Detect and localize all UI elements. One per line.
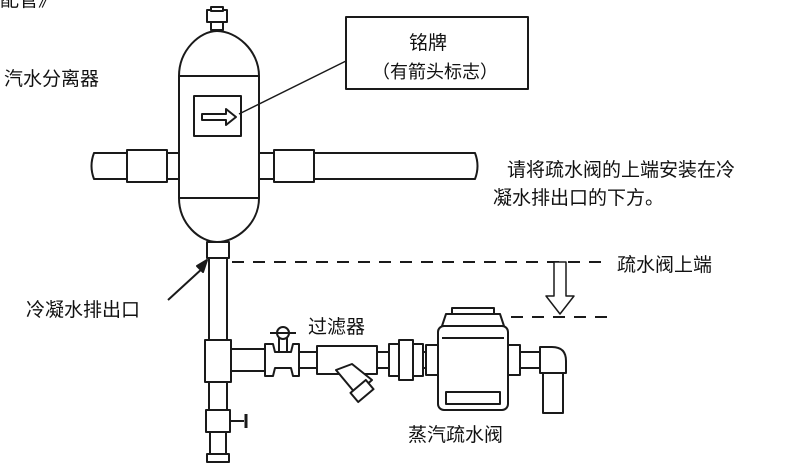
- outlet-pointer-line: [167, 266, 205, 301]
- outlet-elbow: [539, 346, 567, 374]
- pipe-flange-right: [273, 149, 315, 183]
- strainer-label: 过滤器: [308, 316, 366, 338]
- condensate-outlet-label: 冷凝水排出口: [26, 299, 141, 321]
- down-arrow-icon: [545, 261, 575, 315]
- level-reference-lines: [232, 261, 613, 318]
- steam-trap-label: 蒸汽疏水阀: [408, 424, 504, 446]
- nameplate-callout-box: [345, 16, 529, 90]
- trap-cover: [441, 313, 505, 327]
- trap-cover-bolt-ring: [451, 307, 495, 315]
- instruction-line-2: 凝水排出口的下方。: [493, 187, 665, 209]
- steam-main-pipe: [90, 149, 479, 183]
- branch-pipe-2: [298, 351, 318, 369]
- branch-pipe-3: [376, 351, 390, 369]
- union-nut: [398, 339, 414, 381]
- pipe-flange-left: [126, 149, 168, 183]
- steam-trap: [425, 307, 521, 411]
- steam-separator-label: 汽水分离器: [4, 68, 100, 90]
- outlet-down-pipe: [542, 372, 564, 414]
- steam-separator: [178, 6, 260, 259]
- separator-bottom-outlet: [206, 241, 230, 259]
- header-text: 配管》: [0, 0, 58, 11]
- horizontal-branch: [230, 326, 434, 404]
- vertical-drain-pipe: [208, 257, 228, 343]
- trap-inlet-flange: [425, 344, 439, 376]
- drain-outlet-cap: [206, 453, 230, 463]
- trap-bottom-plug: [445, 391, 501, 405]
- union-right-half: [412, 343, 424, 377]
- nameplate-label: 铭牌: [408, 32, 447, 54]
- blowdown-valve-body: [205, 409, 231, 433]
- drain-outlet-pipe: [209, 431, 227, 455]
- nameplate-note: （有箭头标志）: [372, 62, 498, 83]
- branch-pipe-1: [230, 348, 266, 372]
- trap-outlet-piping: [519, 346, 567, 414]
- isolation-valve-body: [264, 343, 300, 377]
- tee-fitting: [204, 339, 232, 383]
- outlet-pipe: [519, 351, 541, 369]
- strainer-cap: [349, 378, 375, 404]
- instruction-line-1: 请将疏水阀的上端安装在冷: [507, 159, 736, 181]
- callout-leader-line: [238, 60, 347, 115]
- lower-drain-pipe: [208, 381, 228, 411]
- isolation-valve-stem: [278, 337, 288, 353]
- outlet-pointer-arrowhead: [196, 259, 208, 273]
- trap-top-end-label: 疏水阀上端: [617, 254, 713, 276]
- union-left-half: [388, 343, 400, 377]
- separator-top-cap: [210, 6, 224, 12]
- drain-pipe-assembly: [204, 257, 248, 463]
- separator-top-neck: [210, 21, 224, 31]
- nameplate-arrow-icon: [201, 108, 237, 126]
- trap-outlet-flange: [507, 344, 521, 376]
